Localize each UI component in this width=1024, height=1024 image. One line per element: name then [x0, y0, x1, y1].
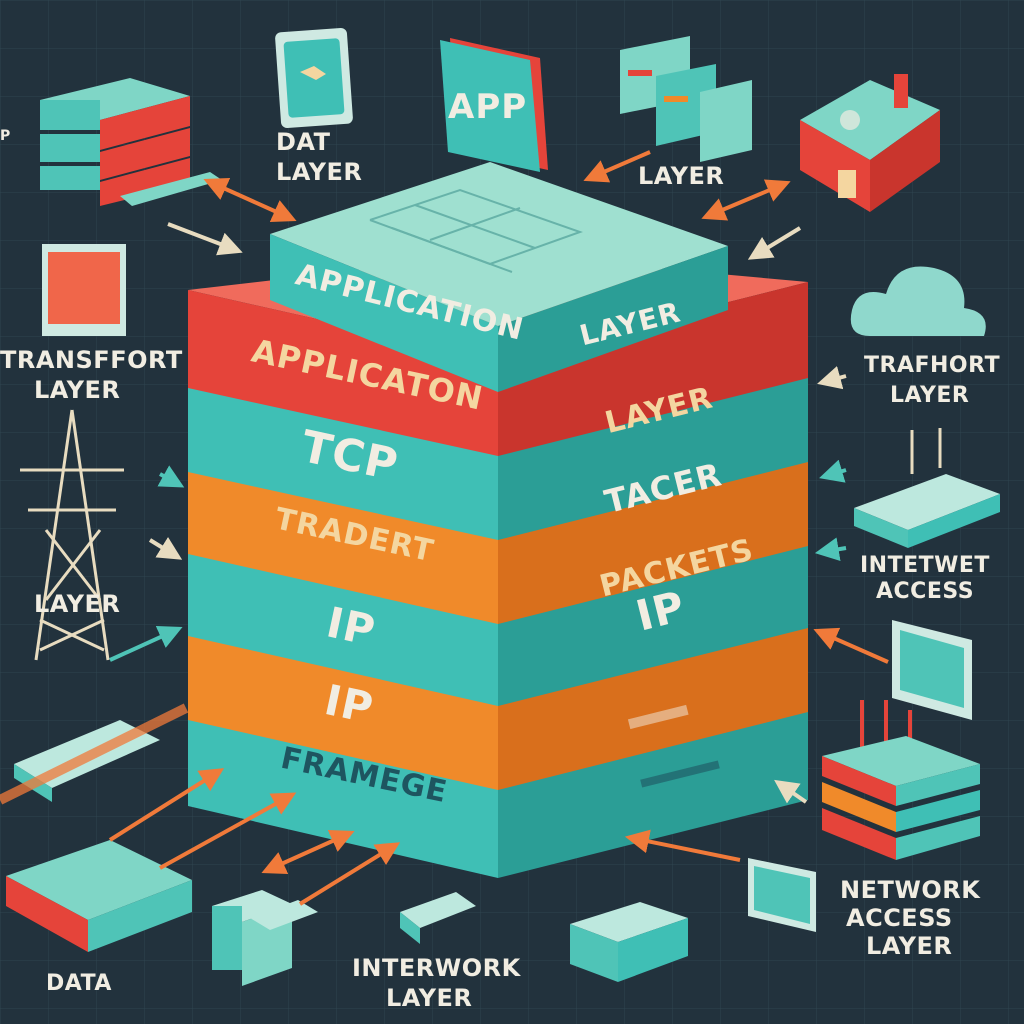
app-card-label: APP [448, 87, 527, 127]
edge-mark: P [0, 128, 11, 144]
callout-tower: LAYER [34, 590, 120, 618]
slab-ip-orange-label: IP [320, 675, 378, 733]
callout-bottom-center-line2: LAYER [386, 984, 472, 1012]
callout-top-right: LAYER [638, 162, 724, 190]
monitor-icon-right [892, 620, 972, 720]
callout-left-mid-line2: LAYER [34, 376, 120, 404]
callout-top-left-line2: LAYER [276, 158, 362, 186]
house-icon [800, 74, 940, 212]
monitor-icon [42, 244, 126, 336]
callout-right-mid-line2: LAYER [890, 383, 969, 408]
switch-box-icon [570, 902, 688, 982]
router-icon [854, 428, 1000, 548]
callout-left-mid-line1: TRANSFFORT [0, 346, 183, 374]
callout-bottom-center-line1: INTERWORK [352, 954, 522, 982]
switch-icon [822, 700, 980, 860]
app-card: APP [440, 38, 548, 172]
callout-bottom-right-line3: LAYER [866, 932, 952, 960]
storage-box-icon [212, 890, 318, 986]
laptop-icon [748, 858, 816, 932]
tablet-icon [275, 28, 353, 128]
layer-stack: FRAMEGE IP IP IP TRADERT PACKETS [188, 38, 808, 878]
callout-bottom-left: DATA [46, 971, 112, 996]
slab-application-top: APPLICATION LAYER [270, 162, 728, 392]
transmission-tower-icon [20, 409, 124, 661]
server-box-icon [620, 36, 752, 162]
callout-bottom-right-line2: ACCESS [846, 904, 953, 932]
callout-right-router-line2: ACCESS [876, 579, 974, 604]
callout-top-left-line1: DAT [276, 128, 331, 156]
callout-right-mid-line1: TRAFHORT [864, 353, 1000, 378]
callout-bottom-right-line1: NETWORK [840, 876, 981, 904]
callout-right-router-line1: INTETWET [860, 553, 990, 578]
slab-ip-teal-right-label: IP [631, 581, 690, 640]
card-reader-icon [400, 892, 476, 944]
connector-arrows [0, 150, 889, 906]
cloud-icon [850, 266, 986, 336]
slab-ip-teal-left-label: IP [322, 597, 380, 655]
server-stack-icon [40, 78, 222, 206]
